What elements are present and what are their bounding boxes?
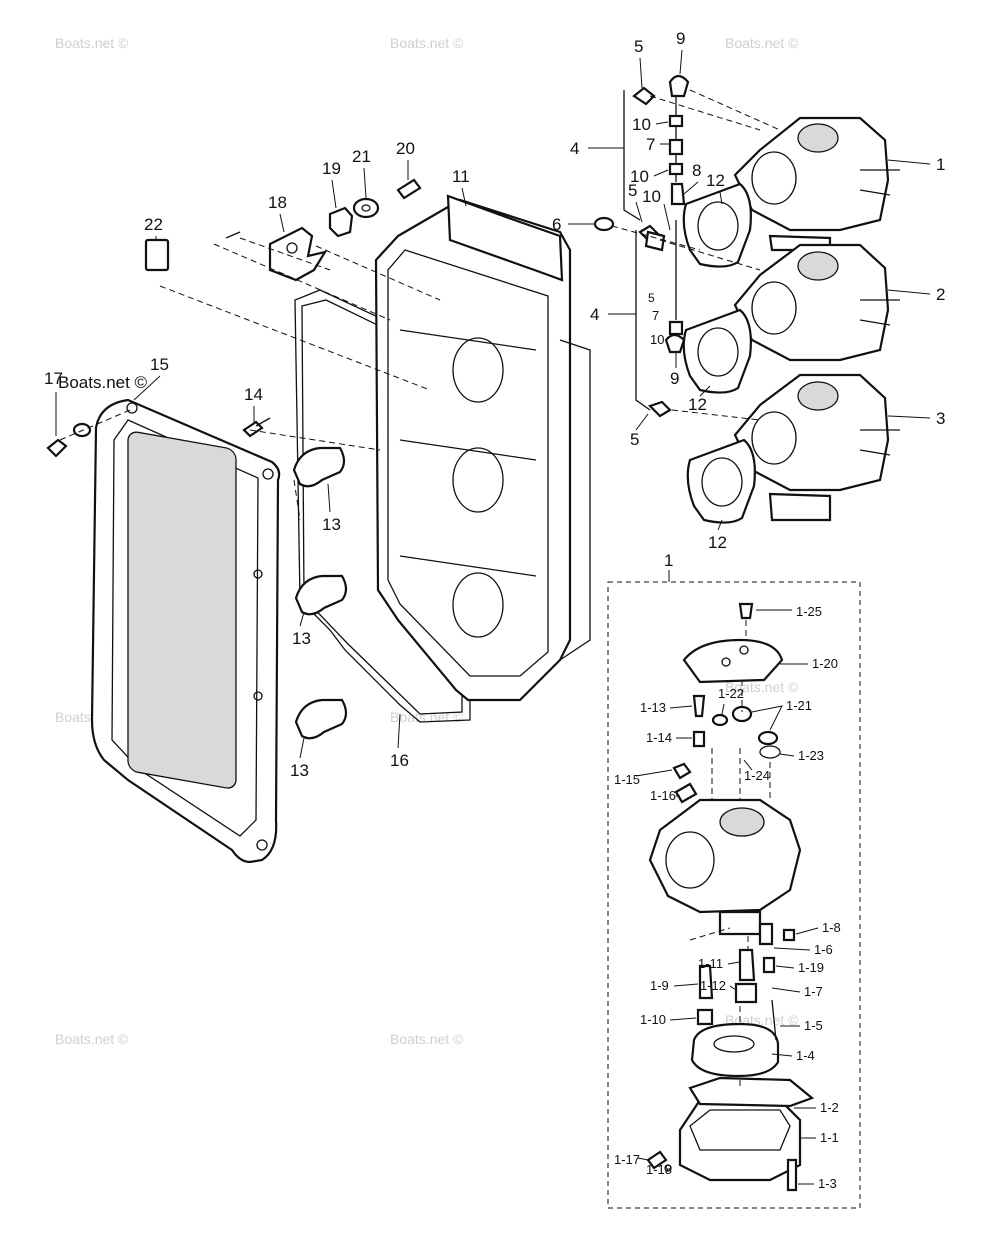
float-part (690, 1022, 780, 1078)
inset-frame (607, 581, 861, 1209)
callout-7: 7 (652, 308, 659, 323)
callout-4: 4 (570, 139, 579, 158)
callout-3: 3 (936, 409, 945, 428)
callout-1-5: 1-5 (804, 1018, 823, 1033)
diaphragm-cover-part (682, 638, 784, 684)
callout-10: 10 (650, 332, 664, 347)
callout-1-21: 1-21 (786, 698, 812, 713)
intake-manifold-part (374, 194, 591, 702)
callout-14: 14 (244, 385, 263, 404)
callout-1-20: 1-20 (812, 656, 838, 671)
callout-1-4: 1-4 (796, 1048, 815, 1063)
label-plate-part (144, 238, 170, 272)
callout-10: 10 (630, 167, 649, 186)
callout-1-14: 1-14 (646, 730, 672, 745)
callout-inset-1: 1 (664, 551, 673, 570)
callout-19: 19 (322, 159, 341, 178)
callout-5: 5 (648, 291, 655, 305)
carb-body-inset-part (648, 798, 802, 936)
callout-1-12: 1-12 (700, 978, 726, 993)
bracket-part (268, 226, 328, 282)
callout-1-9: 1-9 (650, 978, 669, 993)
callout-5: 5 (628, 181, 637, 200)
watermark: Boats.net © (390, 709, 464, 725)
callout-8: 8 (692, 161, 701, 180)
callout-21: 21 (352, 147, 371, 166)
watermark: Boats.net © (390, 1031, 464, 1047)
callout-1-6: 1-6 (814, 942, 833, 957)
watermark-dark: Boats.net © (58, 373, 148, 392)
callout-13: 13 (292, 629, 311, 648)
callout-1-11: 1-11 (698, 956, 723, 971)
callout-1-25: 1-25 (796, 604, 822, 619)
callout-1-16: 1-16 (650, 788, 676, 803)
callout-1-17: 1-17 (614, 1152, 640, 1167)
callout-9: 9 (676, 29, 685, 48)
assembly-lines-inset (689, 620, 771, 1090)
callout-2: 2 (936, 285, 945, 304)
callout-1: 1 (936, 155, 945, 174)
assembly-lines (59, 237, 441, 521)
callout-10: 10 (642, 187, 661, 206)
float-bowl-part (678, 1076, 815, 1182)
carburetor-top (733, 116, 900, 252)
callout-13: 13 (290, 761, 309, 780)
callout-1-23: 1-23 (798, 748, 824, 763)
callout-22: 22 (144, 215, 163, 234)
callout-1-10: 1-10 (640, 1012, 666, 1027)
carburetor-bottom (733, 373, 900, 522)
cover-plate-part (90, 398, 281, 864)
assembly-lines-right (611, 89, 781, 421)
callout-7: 7 (646, 135, 655, 154)
callout-4: 4 (590, 305, 599, 324)
callout-labels: 1 2 3 4 4 5 5 5 5 6 7 7 8 9 9 10 10 10 1… (44, 29, 945, 780)
callout-13: 13 (322, 515, 341, 534)
callout-12: 12 (688, 395, 707, 414)
watermark: Boats.net © (55, 1031, 129, 1047)
callout-5: 5 (634, 37, 643, 56)
callout-17: 17 (44, 369, 63, 388)
callout-6: 6 (552, 215, 561, 234)
callout-12: 12 (708, 533, 727, 552)
callout-1-8: 1-8 (822, 920, 841, 935)
callout-1-1: 1-1 (820, 1130, 839, 1145)
callout-16: 16 (390, 751, 409, 770)
retainer-clip-part (292, 446, 348, 740)
watermark: Boats.net © (725, 35, 799, 51)
callout-9: 9 (670, 369, 679, 388)
callout-15: 15 (150, 355, 169, 374)
callout-1-3: 1-3 (818, 1176, 837, 1191)
callout-1-15: 1-15 (614, 772, 640, 787)
callout-1-18: 1-18 (646, 1162, 672, 1177)
washer-part (328, 178, 422, 238)
callout-18: 18 (268, 193, 287, 212)
bolt-part (46, 231, 271, 458)
inset-callout-labels: 1-25 1-20 1-21 1-22 1-23 1-24 1-13 1-14 … (614, 604, 841, 1191)
callout-12: 12 (706, 171, 725, 190)
carb-gasket-part (682, 182, 756, 524)
callout-10: 10 (632, 115, 651, 134)
callout-1-19: 1-19 (798, 960, 824, 975)
watermark: Boats.net © (390, 35, 464, 51)
callout-1-7: 1-7 (804, 984, 823, 999)
carburetor-middle (733, 243, 900, 362)
callout-1-24: 1-24 (744, 768, 770, 783)
small-parts-inset (646, 602, 798, 1192)
callout-20: 20 (396, 139, 415, 158)
watermark: Boats.net © (55, 35, 129, 51)
callout-1-13: 1-13 (640, 700, 666, 715)
callout-1-2: 1-2 (820, 1100, 839, 1115)
callout-5: 5 (630, 430, 639, 449)
watermark: Boats.net © (725, 679, 799, 695)
callout-11: 11 (452, 167, 470, 186)
callout-1-22: 1-22 (718, 686, 744, 701)
